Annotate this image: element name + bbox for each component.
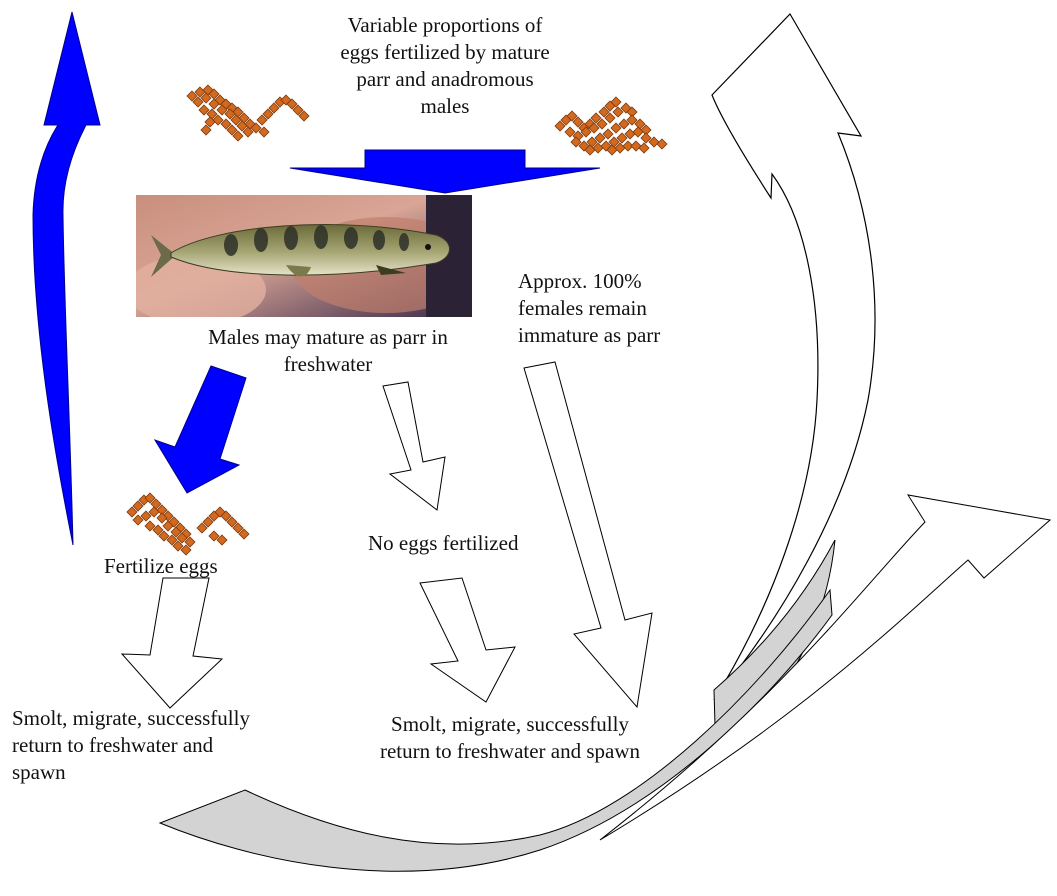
white-arrow-no-eggs xyxy=(383,382,445,510)
label-males-mature: Males may mature as parr in freshwater xyxy=(158,324,498,378)
label-variable-proportions: Variable proportions of eggs fertilized … xyxy=(290,12,600,120)
white-curved-arrow-right xyxy=(712,14,875,700)
salmon-parr-photo xyxy=(136,195,472,317)
white-arrow-no-eggs-to-smolt xyxy=(420,578,515,702)
label-no-eggs-fertilized: No eggs fertilized xyxy=(368,530,588,557)
white-arrow-fertilize-to-smolt xyxy=(122,578,222,708)
egg xyxy=(639,143,649,153)
egg-cluster-fertilized xyxy=(127,493,249,555)
egg xyxy=(633,127,643,137)
label-fertilize-eggs: Fertilize eggs xyxy=(104,553,284,580)
egg xyxy=(631,141,641,151)
label-smolt-left: Smolt, migrate, successfully return to f… xyxy=(12,705,332,786)
label-smolt-middle: Smolt, migrate, successfully return to f… xyxy=(340,711,680,765)
egg xyxy=(657,139,667,149)
blue-down-arrow-top xyxy=(290,150,600,193)
blue-return-arrow xyxy=(33,12,100,545)
white-arrowhead-bottom-right xyxy=(600,495,1050,840)
label-females-immature: Approx. 100% females remain immature as … xyxy=(518,268,718,349)
blue-arrow-to-eggs xyxy=(155,366,246,493)
